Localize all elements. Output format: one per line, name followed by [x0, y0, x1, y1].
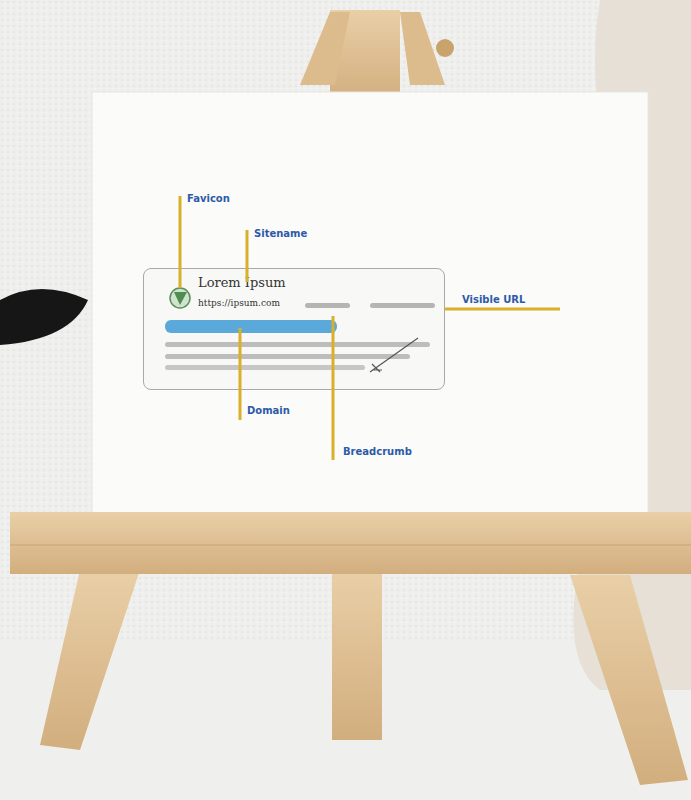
brush-tip: [0, 289, 88, 345]
canvas-card: [92, 92, 648, 520]
callout-label: Breadcrumb: [343, 446, 412, 457]
easel-leg: [332, 570, 382, 740]
favicon-symbol: [170, 288, 190, 308]
title-bar: [165, 320, 337, 333]
wall: [0, 0, 691, 650]
url-bar: [305, 303, 350, 308]
callout-label: Sitename: [254, 228, 307, 239]
wing-nut: [436, 39, 454, 57]
search-snippet-card: Lorem Ipsum https://ipsum.com: [143, 268, 445, 390]
pencil-mark: [370, 338, 418, 372]
leader-line: [179, 196, 182, 288]
callout-label: Favicon: [187, 193, 230, 204]
text-line: [165, 354, 410, 359]
leader-line: [445, 308, 560, 311]
site-title: Lorem Ipsum: [198, 275, 286, 290]
favicon-symbol: [174, 292, 187, 305]
easel-clamp: [300, 12, 350, 85]
wood-grain: [10, 545, 691, 546]
leader-line: [332, 316, 335, 460]
callout-label: Domain: [247, 405, 290, 416]
url-bar: [370, 303, 435, 308]
text-line: [165, 365, 365, 370]
callout-label: Visible URL: [462, 294, 525, 305]
site-url: https://ipsum.com: [198, 298, 280, 308]
text-line: [165, 342, 430, 347]
leader-line: [239, 328, 242, 420]
easel-crossbar: [10, 512, 691, 574]
easel-leg: [570, 575, 688, 785]
easel-leg: [40, 570, 140, 750]
leader-line: [246, 230, 249, 282]
